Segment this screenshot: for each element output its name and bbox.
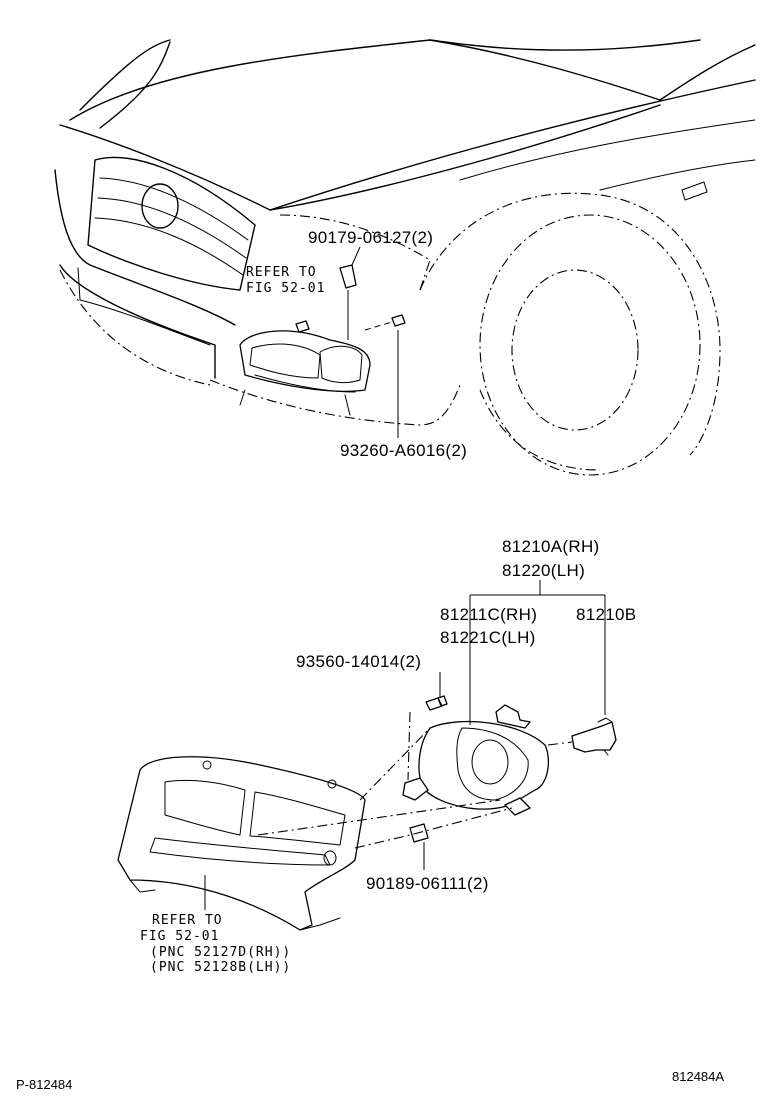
bracket-clip-upper — [339, 264, 357, 289]
bumper-lower — [59, 264, 216, 379]
fog-lamp-lens — [456, 727, 529, 801]
tyre-tread — [479, 389, 601, 471]
label-bolt: 93560-14014(2) — [296, 652, 421, 671]
bolt — [425, 695, 448, 711]
tyre-outer — [479, 214, 701, 476]
label-bulb: 81210B — [576, 605, 636, 624]
screw-upper-left — [295, 320, 310, 333]
fender-top — [279, 214, 431, 291]
assembly-line-upper — [359, 727, 431, 801]
fog-lamp-reflector — [471, 739, 509, 785]
bezel-hole-right — [327, 779, 337, 789]
body-lower-left — [59, 269, 211, 386]
leader-assembly-bracket — [469, 580, 606, 725]
label-unit-lh: 81221C(LH) — [440, 628, 536, 647]
bulb — [571, 721, 617, 753]
fog-lamp-left-tab — [402, 777, 429, 801]
fog-lamp-top-tab — [495, 704, 531, 729]
body-side-line — [459, 119, 756, 191]
fender-outline — [209, 379, 461, 426]
footer-left-code: P-812484 — [16, 1077, 72, 1092]
label-refer-to-lower: REFER TO — [152, 913, 223, 928]
footer-right-code: 812484A — [672, 1069, 724, 1084]
screw-upper-right — [391, 314, 406, 327]
bezel-pin — [323, 850, 337, 866]
assembly-line-bulb — [547, 741, 573, 746]
leader-bracket-clip — [351, 246, 361, 266]
label-refer-to-upper: REFER TO — [246, 265, 317, 280]
hood-crease — [79, 39, 171, 129]
hood-edge-right — [269, 79, 756, 211]
bezel-opening-left — [164, 779, 246, 836]
label-bracket-clip: 90179-06127(2) — [308, 228, 433, 247]
emblem — [141, 183, 179, 229]
label-pnc-rh: (PNC 52127D(RH)) — [150, 945, 291, 960]
fog-lamp-lens-upper — [319, 345, 363, 384]
label-screw-upper: 93260-A6016(2) — [340, 441, 467, 460]
label-fig-lower: FIG 52-01 — [140, 929, 219, 944]
grille-bars — [94, 177, 249, 276]
bezel-opening-right — [249, 791, 346, 846]
assembly-line-clip — [354, 807, 513, 849]
hood-front-line — [59, 104, 661, 211]
label-fig-upper: FIG 52-01 — [246, 281, 325, 296]
assembly-line-middle — [257, 799, 501, 836]
fog-lamp-bottom-tab — [504, 797, 531, 816]
bumper-detail — [77, 267, 211, 346]
bumper-upper — [54, 169, 236, 326]
side-marker — [681, 181, 708, 201]
bezel-feet — [129, 879, 341, 931]
screw-dashed-line — [364, 321, 393, 331]
vehicle-front-view — [54, 39, 756, 476]
windshield-edge — [429, 39, 756, 101]
bezel-frame — [117, 756, 366, 931]
fog-lamp-mounting — [239, 389, 351, 416]
bezel-hole-top — [202, 760, 212, 770]
assembly-line-bolt — [407, 711, 411, 781]
label-pnc-lh: (PNC 52128B(LH)) — [150, 960, 291, 975]
tyre-inner — [511, 269, 639, 431]
bulb-socket — [597, 717, 613, 756]
hood-outline — [69, 39, 661, 121]
fog-lamp-unit — [418, 720, 549, 810]
label-clip: 90189-06111(2) — [366, 874, 489, 893]
label-assembly-rh: 81210A(RH) — [502, 537, 600, 556]
label-unit-rh: 81211C(RH) — [440, 605, 537, 624]
fog-lamp-exploded-view — [117, 695, 617, 931]
wheel-arch-outline — [419, 192, 721, 456]
fog-lamp-cover-slots — [249, 343, 356, 393]
label-assembly-lh: 81220(LH) — [502, 561, 585, 580]
grille-frame — [87, 156, 256, 291]
